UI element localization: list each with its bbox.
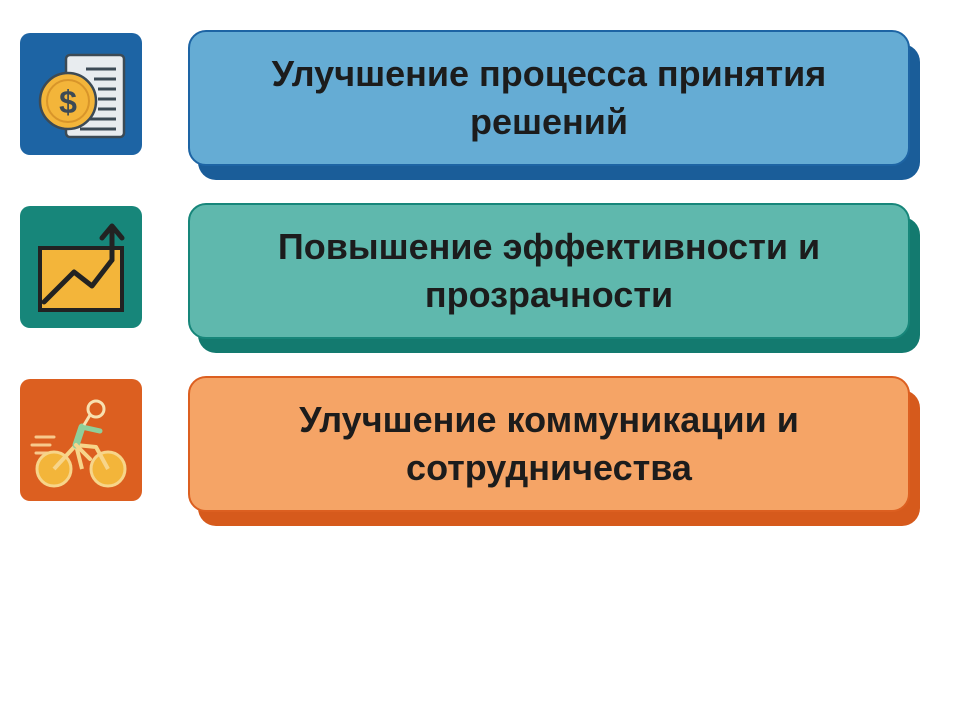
card-decision-making: Улучшение процесса принятия решений [188, 30, 910, 166]
card-text: Повышение эффективности и прозрачности [277, 226, 821, 315]
card-text: Улучшение процесса принятия решений [271, 53, 827, 142]
item-row-efficiency: Повышение эффективности и прозрачности [0, 203, 956, 353]
card-text: Улучшение коммуникации и сотрудничества [299, 399, 799, 488]
icon-tile-2 [20, 206, 142, 328]
svg-text:$: $ [59, 84, 77, 120]
item-row-communication: Улучшение коммуникации и сотрудничества [0, 376, 956, 526]
icon-tile-1: $ [20, 33, 142, 155]
card-communication: Улучшение коммуникации и сотрудничества [188, 376, 910, 512]
growth-chart-arrow-icon [38, 223, 125, 312]
card-efficiency: Повышение эффективности и прозрачности [188, 203, 910, 339]
icon-tile-3 [20, 379, 142, 501]
cyclist-icon [30, 399, 127, 488]
item-row-decision-making: $ Улучшение процесса принятия решений [0, 30, 956, 180]
dollar-coin-document-icon: $ [38, 53, 126, 139]
